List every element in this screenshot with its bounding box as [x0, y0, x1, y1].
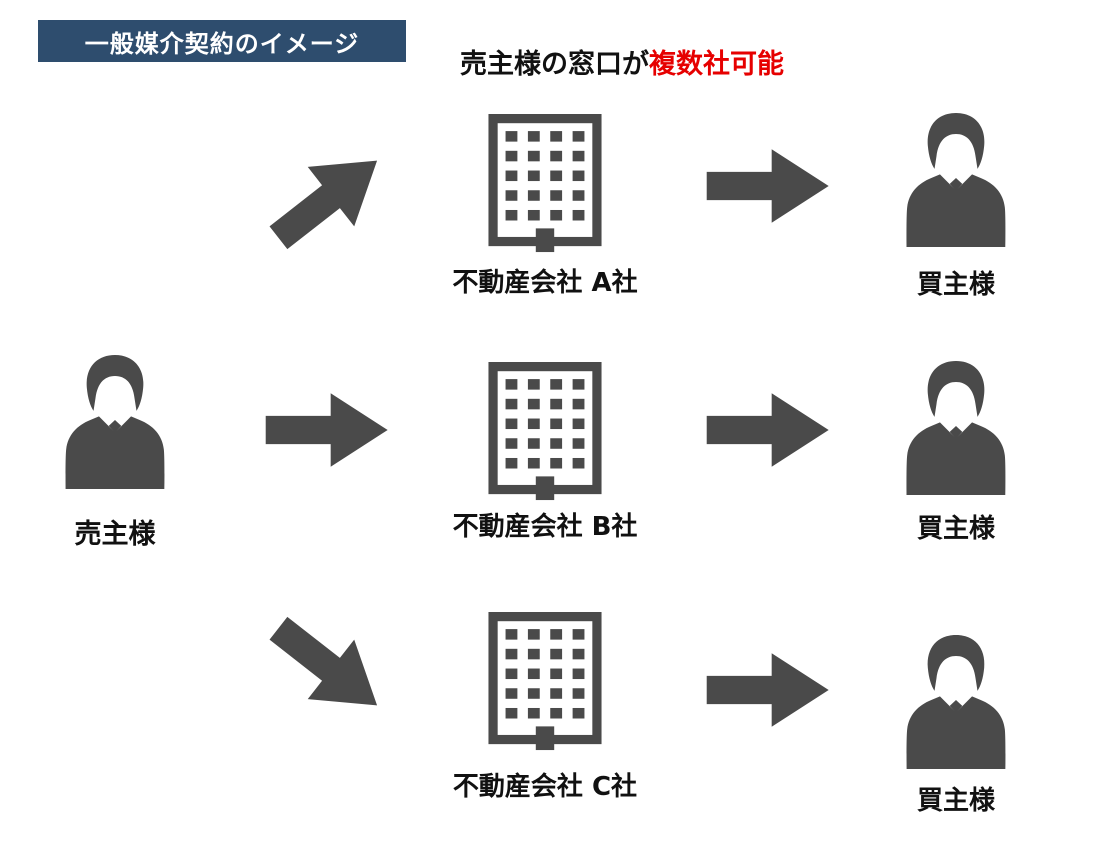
subtitle-text: 売主様の窓口が — [460, 49, 649, 80]
buyer-b-label: 買主様 — [916, 514, 995, 544]
arrow-right-icon — [692, 392, 844, 468]
arrow-right-icon — [692, 148, 844, 224]
company-b-label: 不動産会社 B社 — [452, 512, 638, 542]
buyer-a-label: 買主様 — [916, 270, 995, 300]
seller-label: 売主様 — [74, 519, 156, 550]
title-text: 一般媒介契約のイメージ — [84, 29, 360, 58]
seller-person-icon — [62, 350, 168, 494]
arrow-right-icon — [252, 392, 402, 468]
arrow-down-right-icon — [244, 589, 412, 744]
building-c-icon — [479, 612, 611, 754]
buyer-c-person-icon — [903, 630, 1009, 774]
subtitle: 売主様の窓口が複数社可能 — [460, 42, 784, 81]
buyer-c-label: 買主様 — [916, 786, 995, 816]
company-a-label: 不動産会社 A社 — [452, 268, 638, 298]
building-a-icon — [479, 114, 611, 256]
subtitle-highlight-text: 複数社可能 — [649, 49, 784, 80]
buyer-a-person-icon — [903, 108, 1009, 252]
arrow-right-icon — [692, 652, 844, 728]
building-b-icon — [479, 362, 611, 504]
company-c-label: 不動産会社 C社 — [452, 772, 638, 802]
buyer-b-person-icon — [903, 356, 1009, 500]
arrow-up-right-icon — [244, 121, 412, 276]
title-badge: 一般媒介契約のイメージ — [38, 20, 406, 62]
